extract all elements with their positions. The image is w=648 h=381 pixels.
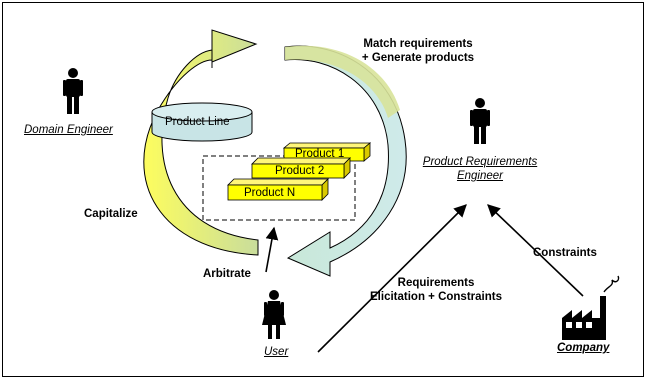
company-label: Company <box>557 342 610 354</box>
domain-engineer-label: Domain Engineer <box>24 124 113 136</box>
product-1-label: Product 1 <box>295 148 345 160</box>
product-req-engineer-label: Product Requirements Engineer <box>422 156 538 182</box>
factory-icon <box>562 275 620 340</box>
capitalize-curved-arrow <box>143 29 259 256</box>
user-label: User <box>264 346 289 358</box>
match-arrow-top-tint <box>285 45 400 119</box>
diagram-frame <box>2 2 644 377</box>
constraints-label: Constraints <box>533 247 597 259</box>
requirements-arrow <box>317 204 467 353</box>
domain-engineer-figure <box>63 68 83 114</box>
product-2-block <box>251 157 351 179</box>
product-line-label: Product Line <box>165 116 230 128</box>
product-req-engineer-figure <box>470 98 490 144</box>
product-2-label: Product 2 <box>275 165 325 177</box>
user-figure <box>262 290 286 339</box>
requirements-elicitation-label: Requirements Elicitation + Constraints <box>370 277 502 303</box>
product-group-box <box>202 155 356 221</box>
product-n-label: Product N <box>244 187 296 199</box>
arbitrate-label: Arbitrate <box>203 268 251 280</box>
product-n-block <box>227 178 329 201</box>
constraints-arrow <box>487 204 584 297</box>
arbitrate-arrow <box>265 226 279 273</box>
capitalize-label: Capitalize <box>84 208 138 220</box>
product-line-cylinder <box>151 102 253 142</box>
match-requirements-label: Match requirements + Generate products <box>361 38 475 64</box>
